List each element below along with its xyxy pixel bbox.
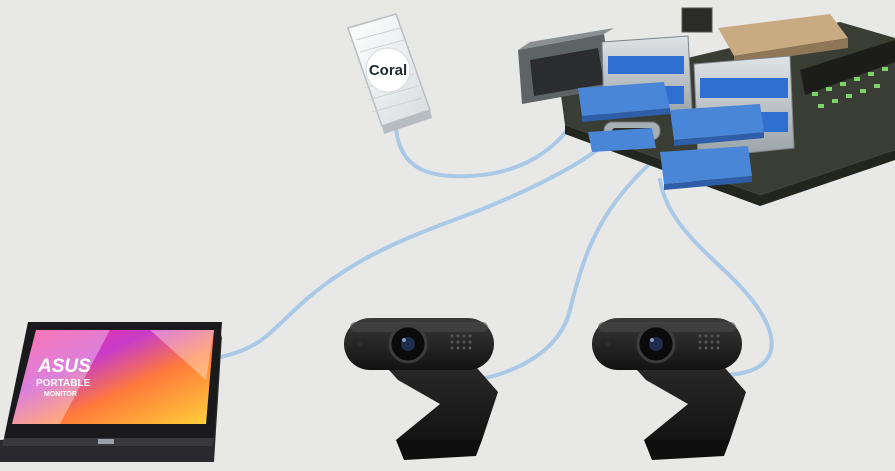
monitor-line-monitor: MONITOR — [44, 391, 77, 398]
monitor-screen — [12, 330, 214, 424]
ethernet-port — [518, 28, 614, 104]
coral-usb-accelerator: Coral — [347, 13, 432, 134]
usb-plug-coral — [578, 82, 670, 122]
wifi-module — [718, 14, 848, 64]
monitor-line-portable: PORTABLE — [36, 378, 91, 389]
usb-plug-monitor — [588, 128, 656, 152]
cable-monitor-to-board — [213, 146, 602, 360]
webcam-1 — [344, 318, 498, 460]
cable-webcam1-to-board — [483, 136, 682, 380]
usb-plug-webcam2 — [660, 146, 752, 190]
single-board-computer — [518, 7, 895, 206]
cable-coral-to-board — [394, 108, 582, 179]
cable-webcam2-to-board — [658, 178, 774, 377]
coral-label: Coral — [369, 62, 407, 79]
usb-plug-webcam1 — [670, 104, 764, 146]
gpio-header — [800, 40, 895, 95]
usb-cables — [213, 108, 774, 380]
monitor-brand-logo: ASUS — [37, 356, 91, 377]
portable-monitor: ASUS PORTABLE MONITOR — [0, 322, 222, 462]
webcam-2 — [592, 318, 746, 460]
coral-logo-badge — [365, 47, 411, 93]
board-component — [681, 7, 713, 33]
